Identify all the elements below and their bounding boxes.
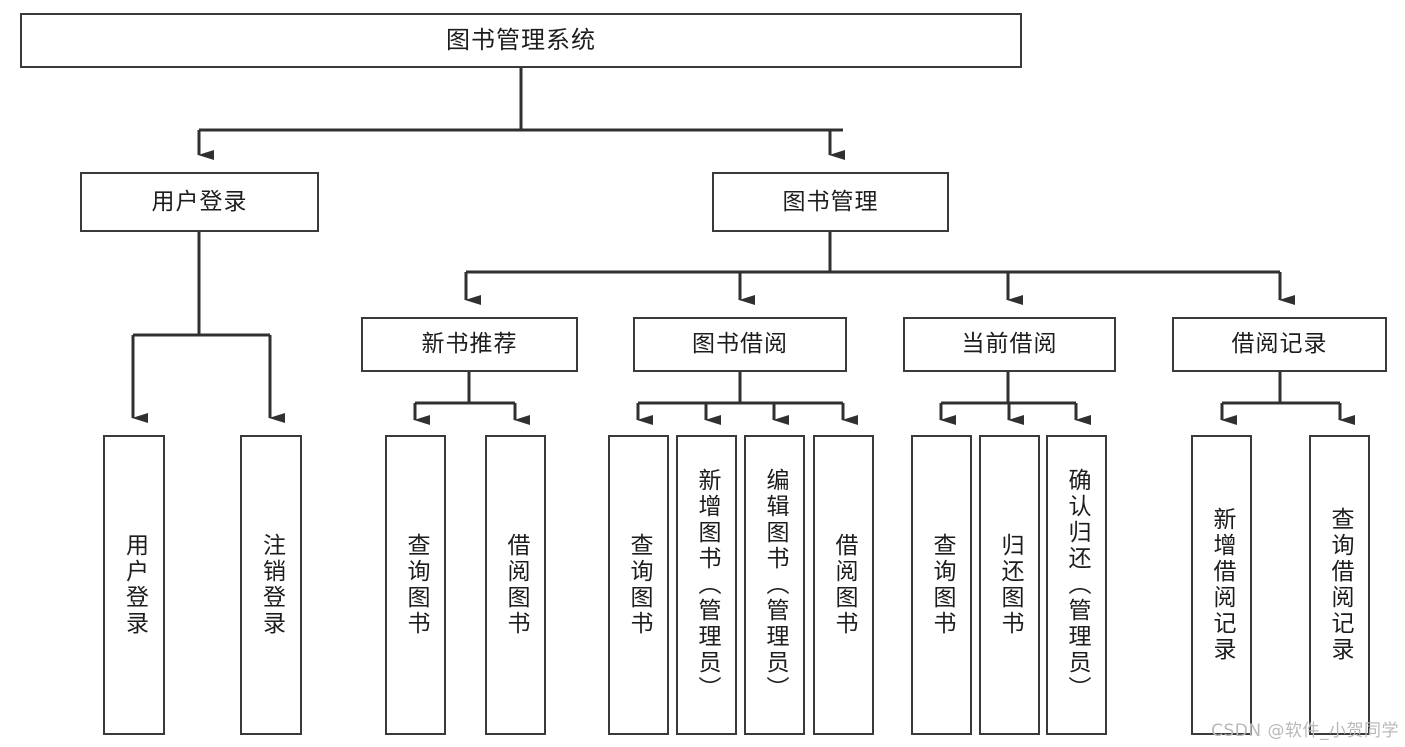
node-label: 查询图书 — [626, 533, 653, 637]
node-label: 注销登录 — [258, 533, 285, 637]
leaf-query-book-current[interactable]: 查询图书 — [911, 435, 972, 735]
leaf-query-book-recommend[interactable]: 查询图书 — [385, 435, 446, 735]
leaf-return-book[interactable]: 归还图书 — [979, 435, 1040, 735]
leaf-query-book-borrow[interactable]: 查询图书 — [608, 435, 669, 735]
node-label: 用户登录 — [151, 188, 248, 215]
node-label: 查询图书 — [403, 533, 430, 637]
csdn-watermark: CSDN @软件_小贺同学 — [1211, 721, 1399, 741]
node-current-borrow[interactable]: 当前借阅 — [903, 317, 1116, 372]
leaf-confirm-return-admin[interactable]: 确认归还（管理员） — [1046, 435, 1107, 735]
node-label: 归还图书 — [997, 533, 1024, 637]
leaf-user-login[interactable]: 用户登录 — [103, 435, 165, 735]
node-borrow-records[interactable]: 借阅记录 — [1172, 317, 1387, 372]
leaf-logout[interactable]: 注销登录 — [240, 435, 302, 735]
leaf-borrow-book-recommend[interactable]: 借阅图书 — [485, 435, 546, 735]
node-label: 新增借阅记录 — [1209, 507, 1236, 663]
node-label: 确认归还（管理员） — [1064, 468, 1091, 702]
node-label: 图书借阅 — [692, 331, 788, 358]
node-label: 图书管理系统 — [446, 25, 596, 54]
node-label: 新增图书（管理员） — [694, 468, 721, 702]
node-new-book-recommend[interactable]: 新书推荐 — [361, 317, 578, 372]
node-label: 新书推荐 — [421, 331, 518, 358]
node-user-login[interactable]: 用户登录 — [80, 172, 319, 232]
leaf-borrow-book[interactable]: 借阅图书 — [813, 435, 874, 735]
leaf-edit-book-admin[interactable]: 编辑图书（管理员） — [744, 435, 805, 735]
node-book-borrow[interactable]: 图书借阅 — [633, 317, 847, 372]
leaf-query-borrow-record[interactable]: 查询借阅记录 — [1309, 435, 1370, 735]
node-label: 编辑图书（管理员） — [762, 468, 789, 702]
node-label: 用户登录 — [121, 533, 148, 637]
node-label: 查询图书 — [929, 533, 956, 637]
node-label: 查询借阅记录 — [1327, 507, 1354, 663]
leaf-add-borrow-record[interactable]: 新增借阅记录 — [1191, 435, 1252, 735]
node-label: 图书管理 — [782, 188, 879, 215]
node-label: 借阅图书 — [831, 533, 858, 637]
node-book-management[interactable]: 图书管理 — [712, 172, 949, 232]
leaf-add-book-admin[interactable]: 新增图书（管理员） — [676, 435, 737, 735]
node-root-system[interactable]: 图书管理系统 — [20, 13, 1022, 68]
node-label: 当前借阅 — [961, 331, 1058, 358]
node-label: 借阅记录 — [1231, 331, 1328, 358]
node-label: 借阅图书 — [503, 533, 530, 637]
